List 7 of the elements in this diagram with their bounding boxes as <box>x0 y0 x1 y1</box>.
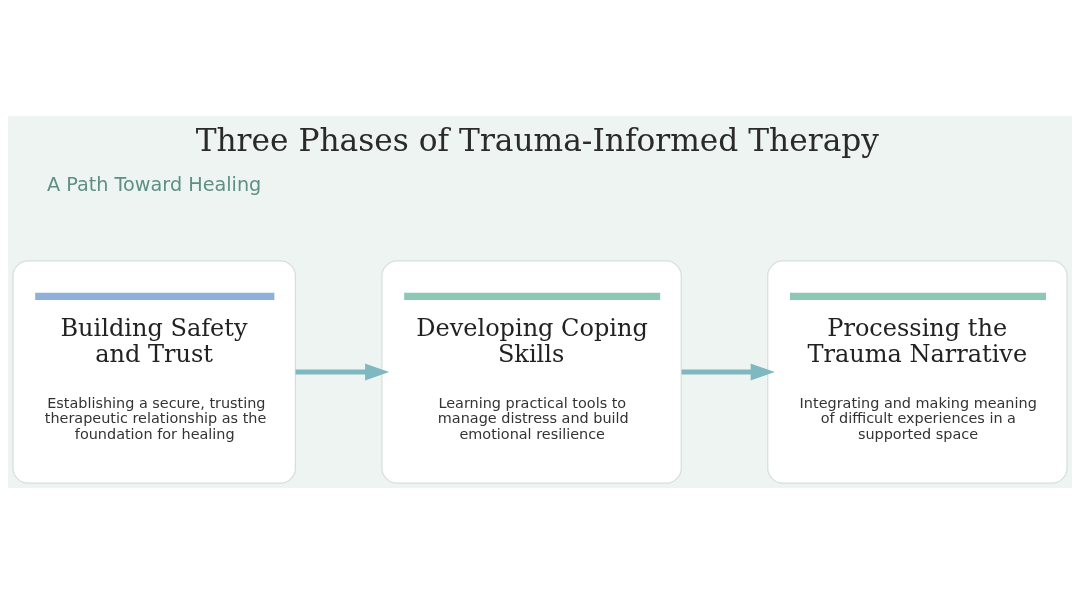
diagram-title: Three Phases of Trauma-Informed Therapy <box>195 121 879 158</box>
arrow <box>295 363 390 380</box>
node-box: Building Safety and Trust Establishing a secure, trusting therapeutic relationship as the foundation for healing <box>12 259 296 484</box>
label: A Path Toward Healing <box>47 172 262 196</box>
node-box: Processing the Trauma Narrative Integrating and making meaning of difficult experiences in a supported space <box>767 259 1068 484</box>
arrow <box>681 363 775 380</box>
node-box: Developing Coping Skills Learning practical tools to manage distress and build emotional resilience <box>381 259 682 484</box>
